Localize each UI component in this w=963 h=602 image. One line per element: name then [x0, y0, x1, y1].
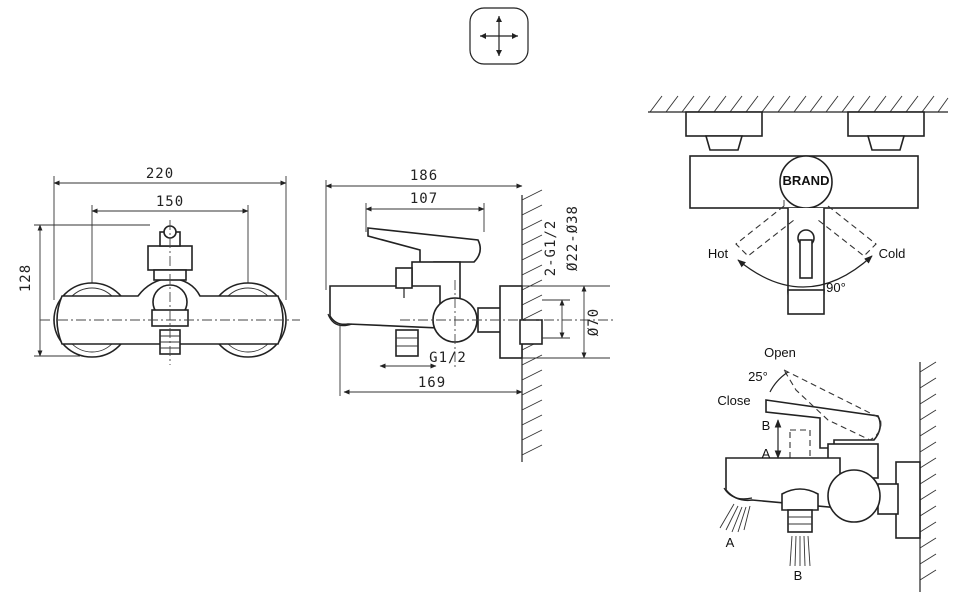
op-outlet — [787, 509, 813, 533]
hot-label: Hot — [708, 246, 729, 261]
dim-flange-diameter: Ø70 — [586, 308, 602, 336]
dim-lever-depth: 107 — [410, 191, 438, 207]
diverter-button — [395, 267, 413, 289]
lift-angle-arc — [769, 371, 789, 393]
op-lever-open-outline — [782, 368, 882, 441]
outlet-b-label: B — [794, 568, 803, 583]
rotation-arc — [737, 255, 873, 288]
open-label: Open — [764, 345, 796, 360]
dim-width-overall: 220 — [146, 166, 174, 182]
spout — [329, 285, 441, 329]
dim-depth-overall: 186 — [410, 168, 438, 184]
spray-a-icon — [719, 503, 751, 533]
outlet-a-label: A — [726, 535, 735, 550]
operation-view: Open 25° Close B A A B — [717, 345, 937, 592]
dim-spout-projection: 169 — [418, 375, 446, 391]
lift-angle-label: 25° — [748, 369, 768, 384]
cold-position-outline — [817, 205, 877, 257]
op-knob — [827, 469, 881, 523]
dim-eccentric-range: Ø22-Ø38 — [565, 205, 581, 271]
side-view: 186 107 G1/2 169 — [325, 168, 615, 462]
dim-width-centers: 150 — [156, 194, 184, 210]
dim-height: 128 — [18, 264, 34, 292]
op-flange — [895, 461, 921, 539]
top-flange-right — [847, 111, 925, 137]
op-lever-closed — [765, 399, 882, 449]
hot-position-outline — [735, 205, 795, 257]
side-outlet — [395, 329, 419, 357]
arrow-top-label: B — [762, 418, 771, 433]
brand-mark: BRAND — [783, 173, 830, 188]
close-label: Close — [717, 393, 750, 408]
arrow-bottom-label: A — [762, 446, 771, 461]
cold-label: Cold — [879, 246, 906, 261]
symmetry-cross-icon — [469, 7, 529, 65]
top-view: BRAND Hot Cold 90° — [648, 95, 949, 315]
front-view: 220 150 128 — [18, 166, 300, 365]
top-flange-left — [685, 111, 763, 137]
spray-b-icon — [789, 535, 811, 567]
rotation-angle-label: 90° — [826, 280, 846, 295]
dim-inlet-thread: 2-G1/2 — [543, 220, 559, 277]
side-flange — [499, 285, 523, 359]
dim-outlet-thread: G1/2 — [429, 350, 467, 366]
